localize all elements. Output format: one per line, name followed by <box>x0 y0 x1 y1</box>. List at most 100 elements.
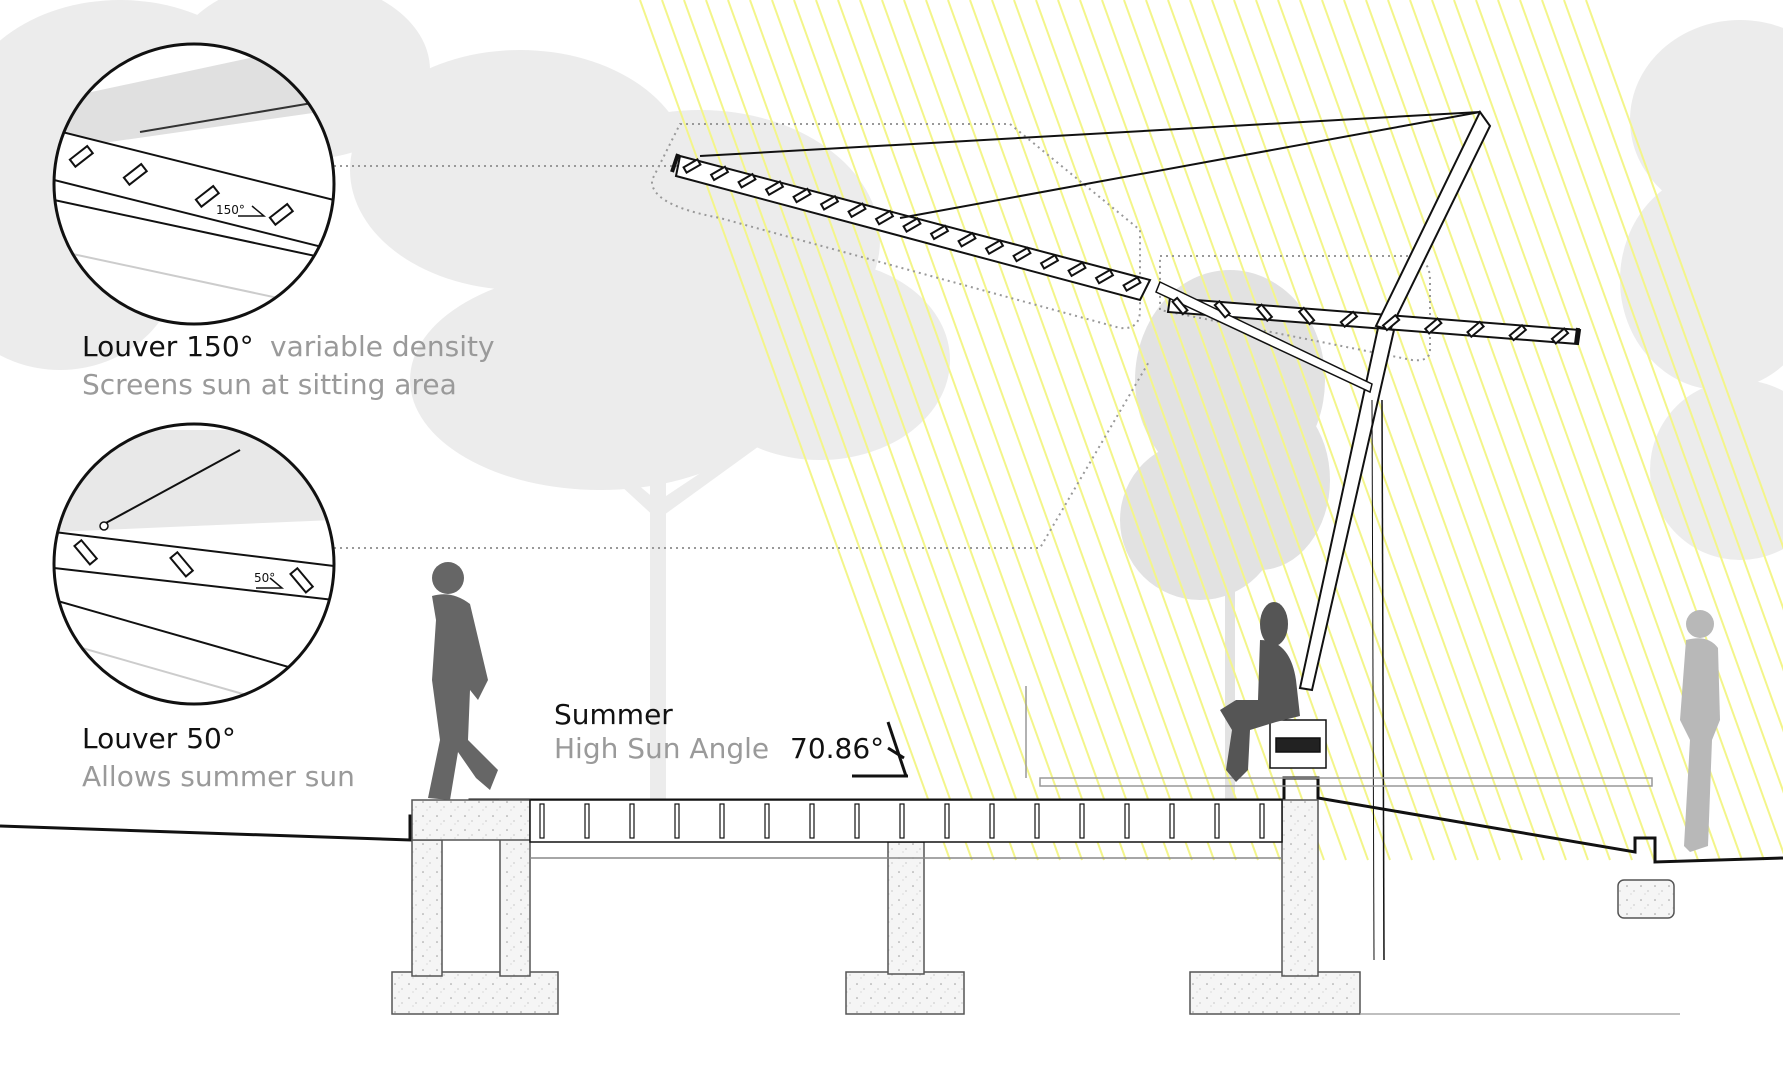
louver-blade <box>1423 317 1443 335</box>
deck-slat <box>1169 803 1175 839</box>
deck-slats <box>539 803 1265 839</box>
sun-ray <box>1387 0 1699 861</box>
support-post <box>1381 399 1385 961</box>
deck-slat <box>629 803 635 839</box>
planter-edge <box>1039 777 1653 787</box>
dotted-outline-upper <box>650 123 1141 330</box>
sun-ray <box>1343 0 1655 861</box>
sun-angle-symbol <box>852 721 908 778</box>
sun-ray <box>1057 0 1369 861</box>
sun-ray <box>661 0 973 861</box>
wall-right <box>1281 799 1319 977</box>
sun-ray <box>1299 0 1611 861</box>
background-trees <box>0 0 1783 800</box>
footing-right <box>1189 971 1361 1015</box>
sun-ray <box>705 0 1017 861</box>
support-post-2 <box>1371 399 1375 961</box>
louvers-upper <box>682 158 1142 292</box>
louver-blade <box>1067 261 1087 278</box>
louver-blade <box>847 202 867 219</box>
sun-ray <box>1277 0 1589 861</box>
end-cap-left <box>670 153 680 173</box>
louvers-lower <box>1171 296 1570 345</box>
person-standing <box>1680 610 1720 852</box>
tree-center <box>350 50 950 800</box>
wall-left-top <box>411 799 531 841</box>
deck-slat <box>809 803 815 839</box>
tension-cable-2 <box>899 111 1481 219</box>
sun-ray <box>1123 0 1435 861</box>
footing-center <box>845 971 965 1015</box>
deck <box>529 799 1283 859</box>
louver-blade <box>1012 246 1032 263</box>
louver-blade <box>1213 299 1232 319</box>
wall-left-outer <box>411 839 443 977</box>
sun-ray <box>1145 0 1457 861</box>
louver-blade <box>1039 253 1060 270</box>
louver-blade <box>1094 268 1115 285</box>
detail-50-title: Louver 50° <box>82 722 236 755</box>
sun-ray <box>1079 0 1391 861</box>
sun-ray <box>903 0 1215 861</box>
sun-ray <box>749 0 1061 861</box>
deck-frame <box>529 799 1283 843</box>
deck-slat <box>944 803 950 839</box>
person-sitting <box>1220 602 1300 782</box>
detail-150-caption: Screens sun at sitting area <box>82 368 457 401</box>
sun-ray <box>947 0 1259 861</box>
detail-50-angle-mark: 50° <box>254 571 275 585</box>
deck-slat <box>989 803 995 839</box>
sun-ray <box>1563 0 1783 611</box>
bench <box>1025 686 1653 787</box>
louver-blade <box>874 209 895 226</box>
sun-ray <box>1167 0 1479 861</box>
deck-slat <box>899 803 905 839</box>
leader-50 <box>334 359 1151 549</box>
sun-ray <box>639 0 951 861</box>
louver-blade <box>1339 310 1359 329</box>
sun-ray <box>1101 0 1413 861</box>
deck-slat <box>1079 803 1085 839</box>
canopy <box>670 110 1582 961</box>
sun-ray <box>1409 0 1721 861</box>
louver-blade <box>1550 327 1570 345</box>
detail-150-title: Louver 150° <box>82 330 254 363</box>
sun-ray <box>771 0 1083 861</box>
louver-blade <box>1381 313 1401 332</box>
foundations <box>391 799 1680 1015</box>
detail-50-caption: Allows summer sun <box>82 760 355 793</box>
louver-blade <box>1466 320 1486 339</box>
louver-blade <box>737 172 757 189</box>
sun-ray <box>1189 0 1501 861</box>
sun-ray <box>727 0 1039 861</box>
bench-slats <box>1275 737 1321 753</box>
deck-slat <box>674 803 680 839</box>
sun-ray <box>1233 0 1545 861</box>
louver-blade <box>957 231 977 248</box>
pier-center <box>887 841 925 975</box>
season-label: Summer <box>554 698 673 731</box>
deck-slat <box>539 803 545 839</box>
tension-cable-1 <box>699 111 1481 157</box>
deck-slat <box>854 803 860 839</box>
sun-ray <box>1541 0 1783 672</box>
sun-ray <box>815 0 1127 861</box>
louver-blade <box>819 194 840 211</box>
louver-blade <box>929 224 950 241</box>
sun-ray <box>837 0 1149 861</box>
sun-ray <box>1497 0 1783 794</box>
person-walking <box>428 562 498 800</box>
detail-150-angle-mark: 150° <box>216 203 245 217</box>
sun-ray <box>793 0 1105 861</box>
sun-ray <box>683 0 995 861</box>
louver-blade <box>1297 306 1316 326</box>
deck-slat <box>719 803 725 839</box>
louver-blade <box>1122 276 1142 292</box>
louver-blade <box>764 180 785 197</box>
deck-slat <box>584 803 590 839</box>
louver-blade <box>984 239 1005 256</box>
detail-50-magnifier: 50° <box>52 422 336 706</box>
louver-blade <box>1508 323 1528 342</box>
diagonal-brace <box>1155 280 1373 394</box>
